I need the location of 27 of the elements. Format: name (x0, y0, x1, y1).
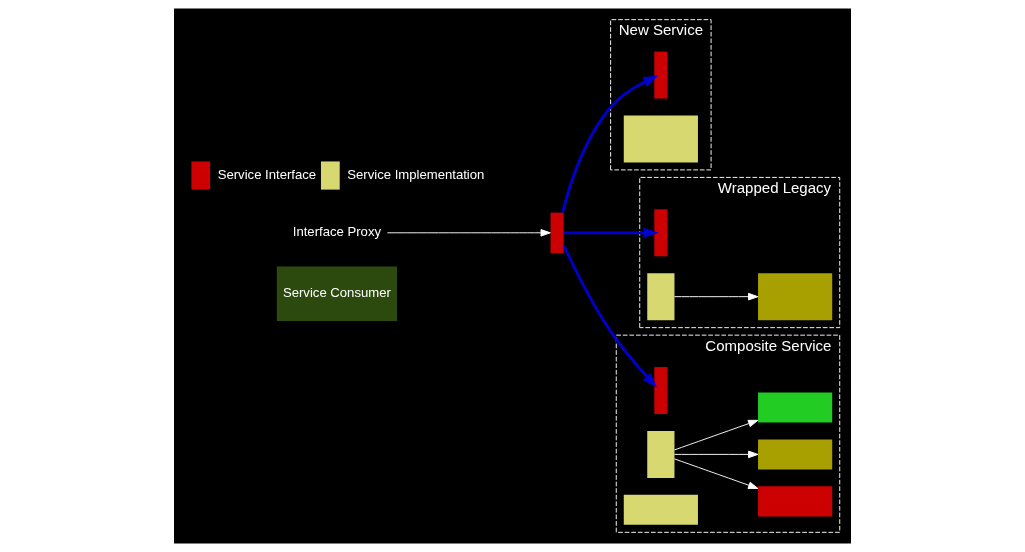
node-box (647, 430, 675, 478)
node-box: Service Consumer (276, 266, 397, 322)
arrow (561, 75, 659, 213)
node-box (654, 51, 668, 99)
node-box (654, 367, 668, 415)
node-box (550, 212, 564, 253)
node-box (623, 115, 698, 163)
node-box (758, 392, 833, 423)
node-box (758, 486, 833, 517)
arrow (674, 458, 759, 489)
cluster: Wrapped Legacy (639, 176, 841, 329)
legend-label: Service Interface (217, 167, 317, 182)
arrow (674, 450, 759, 459)
node-box (758, 273, 833, 321)
node-box (647, 273, 675, 321)
cluster: Composite Service (615, 334, 841, 533)
arrow (563, 227, 659, 239)
node-text: Interface Proxy (292, 224, 382, 240)
cluster: New Service (610, 19, 712, 171)
arrow (562, 244, 657, 388)
legend-label: Service Implementation (347, 167, 485, 182)
arrow (386, 229, 551, 237)
arrow (674, 419, 759, 451)
node-box (758, 439, 833, 470)
arrow (674, 292, 759, 301)
node-box (623, 494, 698, 525)
node-box (654, 209, 668, 257)
